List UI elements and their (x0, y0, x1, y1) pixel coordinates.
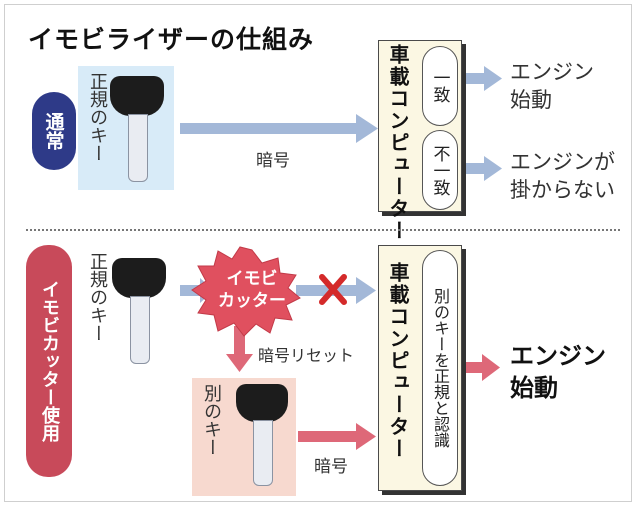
badge-cutter: イモビカッター使用 (26, 245, 72, 477)
regular-key-label-bottom: 正規のキー (87, 252, 108, 342)
check-other-key-recognized: 別のキーを正規と認識 (422, 250, 458, 486)
cutter-device-label: イモビ カッター (206, 268, 298, 312)
arrow-right-icon (298, 423, 376, 450)
result-start-bottom-line2: 始動 (510, 374, 558, 402)
result-start-top-line2: 始動 (510, 88, 552, 112)
car-key-icon (112, 258, 166, 368)
arrow-right-icon (464, 66, 502, 91)
check-match: 一致 (422, 46, 458, 126)
result-start-top: エンジン 始動 (510, 58, 594, 114)
arrow-right-icon (462, 354, 500, 381)
result-start-bottom-line1: エンジン (510, 342, 606, 370)
diagram-frame (4, 4, 632, 502)
car-key-icon (236, 384, 288, 490)
arrow-down-icon (226, 326, 253, 372)
badge-normal: 通常 (32, 92, 76, 170)
cutter-device-line2: カッター (218, 291, 286, 311)
signal-code-reset-label: 暗号リセット (258, 346, 355, 365)
arrow-right-icon (296, 277, 376, 304)
starburst-icon (191, 246, 301, 337)
result-fail-line2: 掛からない (510, 178, 615, 202)
diagram-title: イモビライザーの仕組み (28, 25, 315, 54)
ecu-label-top: 車載コンピューター (386, 44, 410, 242)
result-fail: エンジンが 掛からない (510, 148, 615, 204)
arrow-right-icon (464, 156, 502, 181)
other-key-label: 別のキー (201, 384, 222, 456)
ecu-label-bottom: 車載コンピューター (386, 262, 410, 460)
check-mismatch: 不一致 (422, 130, 458, 210)
result-start-top-line1: エンジン (510, 60, 594, 84)
result-start-bottom: エンジン 始動 (510, 340, 606, 404)
car-key-icon (110, 76, 164, 186)
signal-code-label-top: 暗号 (256, 151, 290, 171)
signal-code-label-bottom: 暗号 (314, 457, 348, 477)
cutter-device-line1: イモビ (226, 269, 278, 289)
arrow-right-icon (180, 114, 378, 143)
section-divider (26, 229, 620, 231)
result-fail-line1: エンジンが (510, 150, 615, 174)
regular-key-label: 正規のキー (87, 72, 108, 162)
cross-mark-icon (319, 274, 347, 305)
